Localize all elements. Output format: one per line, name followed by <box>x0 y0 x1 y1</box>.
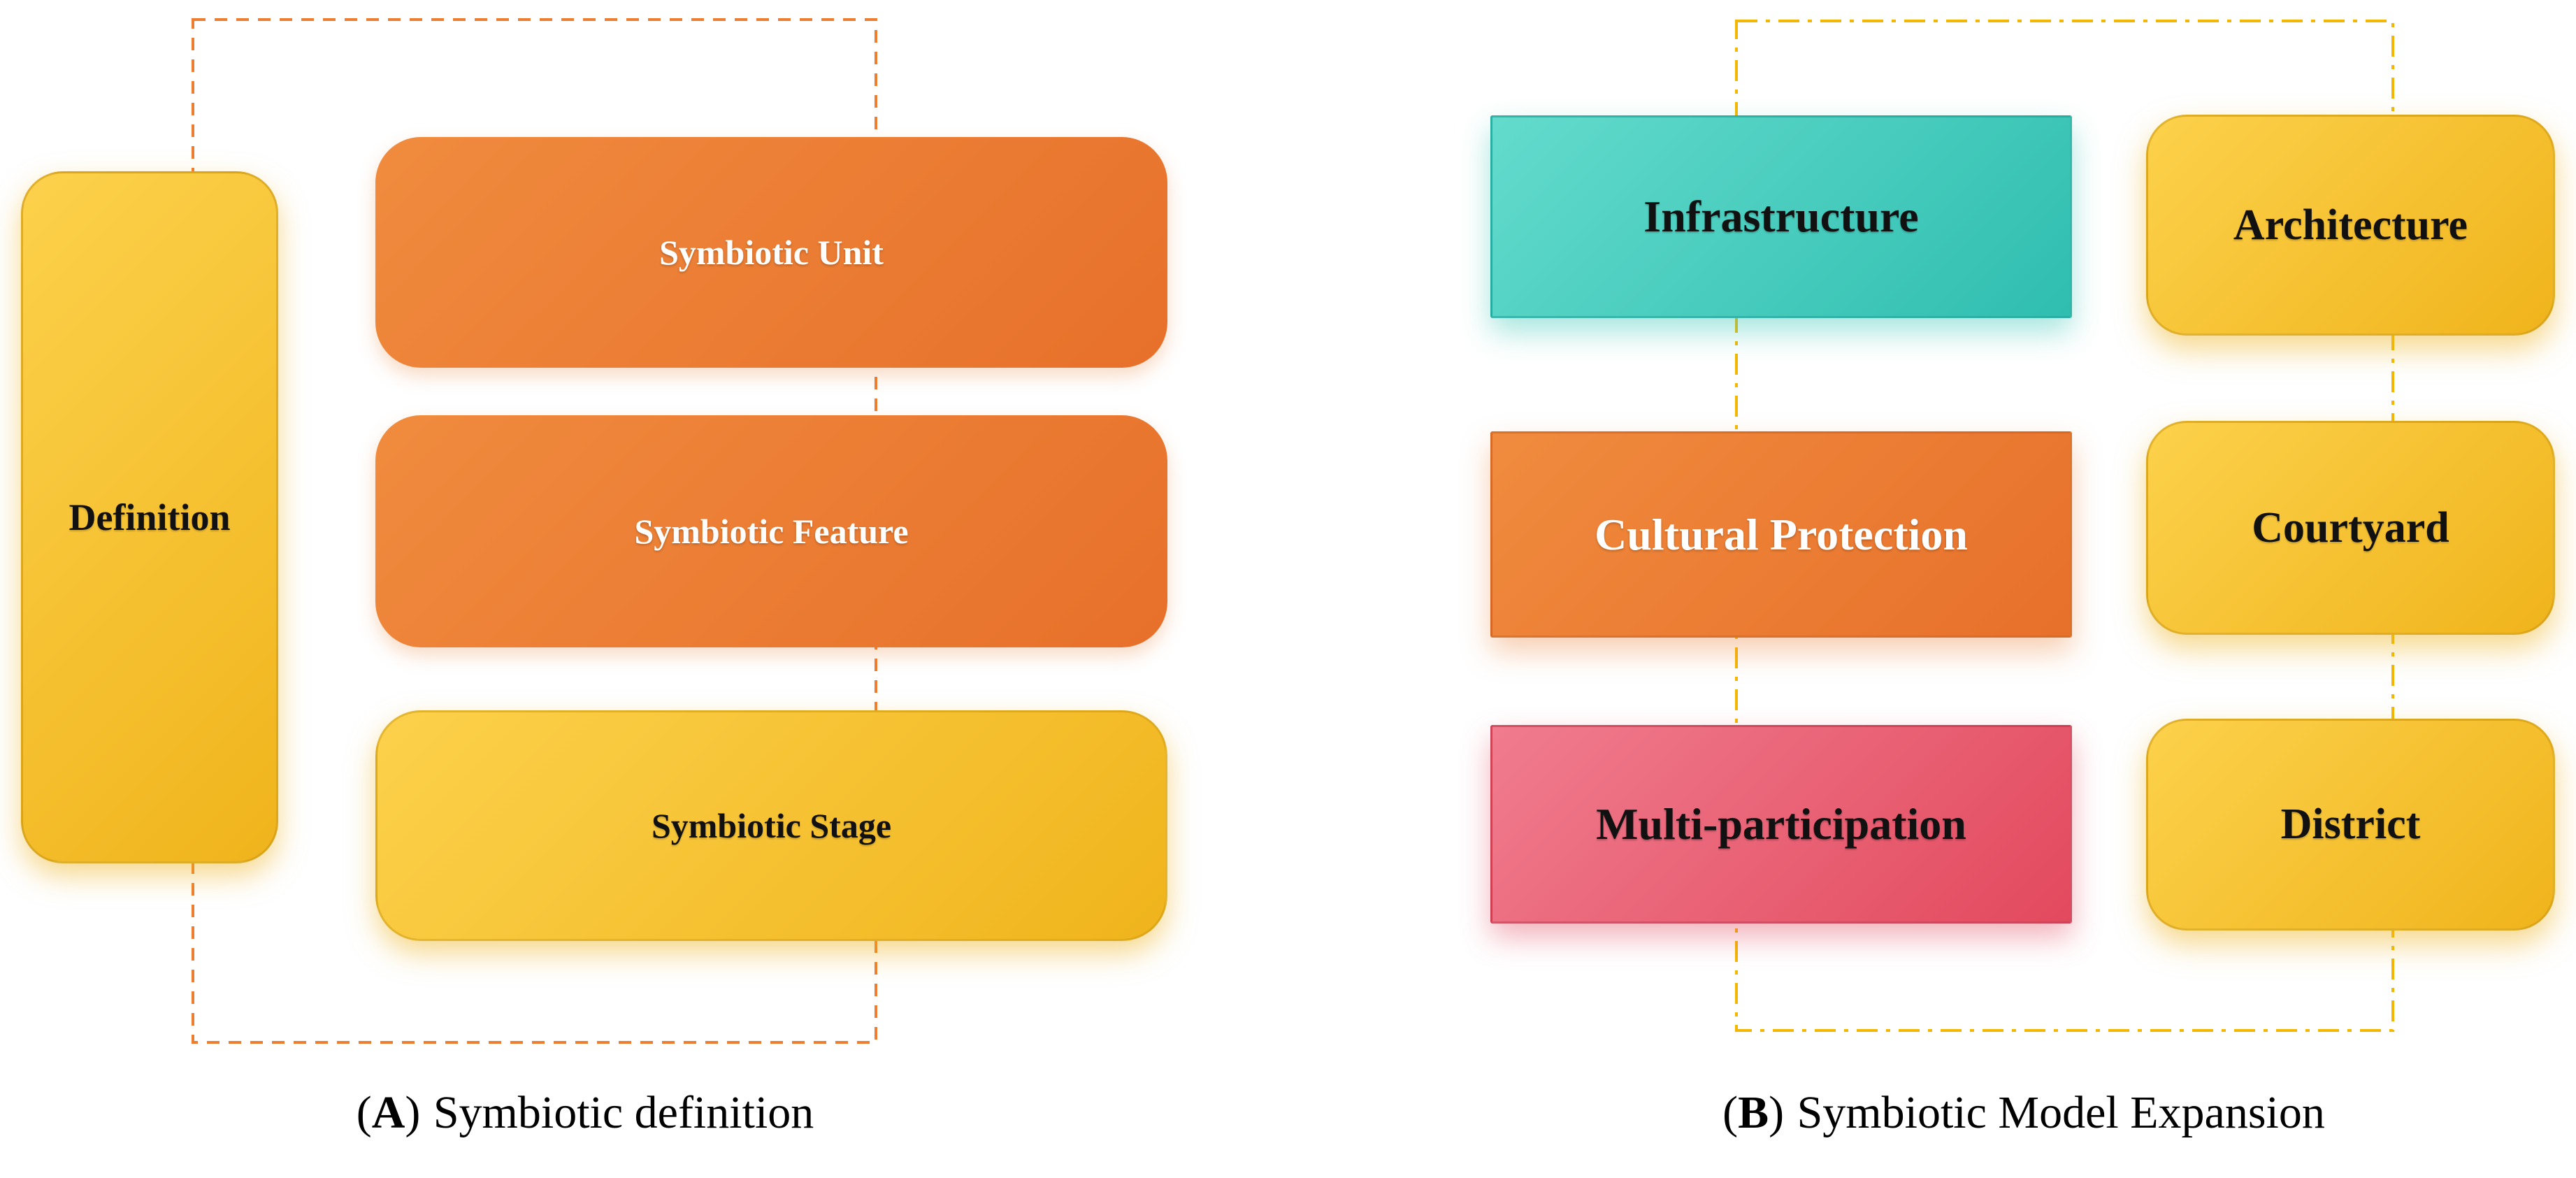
symbiotic-stage-box: Symbiotic Stage <box>375 710 1167 941</box>
multi-participation-box: Multi-participation <box>1490 725 2072 924</box>
cultural-protection-label: Cultural Protection <box>1595 509 1968 559</box>
district-label: District <box>2280 800 2421 848</box>
multi-participation-label: Multi-participation <box>1596 799 1966 849</box>
caption-a-text: Symbiotic definition <box>433 1087 814 1138</box>
panel-b-caption: (B)Symbiotic Model Expansion <box>1604 1087 2443 1139</box>
symbiotic-unit-label: Symbiotic Unit <box>659 233 884 272</box>
district-box: District <box>2146 719 2555 931</box>
panel-a-caption: (A)Symbiotic definition <box>166 1087 1005 1139</box>
caption-b-paren-close: ) <box>1769 1087 1785 1138</box>
symbiotic-feature-box: Symbiotic Feature <box>375 415 1167 647</box>
caption-a-paren-close: ) <box>405 1087 421 1138</box>
architecture-label: Architecture <box>2233 201 2468 249</box>
symbiotic-feature-label: Symbiotic Feature <box>634 512 909 551</box>
definition-label: Definition <box>69 496 231 538</box>
caption-b-text: Symbiotic Model Expansion <box>1797 1087 2325 1138</box>
symbiotic-stage-label: Symbiotic Stage <box>651 806 892 845</box>
infrastructure-box: Infrastructure <box>1490 115 2072 318</box>
definition-box: Definition <box>21 171 278 863</box>
symbiotic-unit-box: Symbiotic Unit <box>375 137 1167 368</box>
cultural-protection-box: Cultural Protection <box>1490 431 2072 638</box>
caption-a-letter: A <box>371 1087 405 1138</box>
caption-a-paren-open: ( <box>356 1087 372 1138</box>
courtyard-box: Courtyard <box>2146 421 2555 635</box>
infrastructure-label: Infrastructure <box>1643 192 1919 241</box>
courtyard-label: Courtyard <box>2252 503 2449 552</box>
caption-b-letter: B <box>1738 1087 1769 1138</box>
caption-b-paren-open: ( <box>1722 1087 1739 1138</box>
architecture-box: Architecture <box>2146 115 2555 336</box>
